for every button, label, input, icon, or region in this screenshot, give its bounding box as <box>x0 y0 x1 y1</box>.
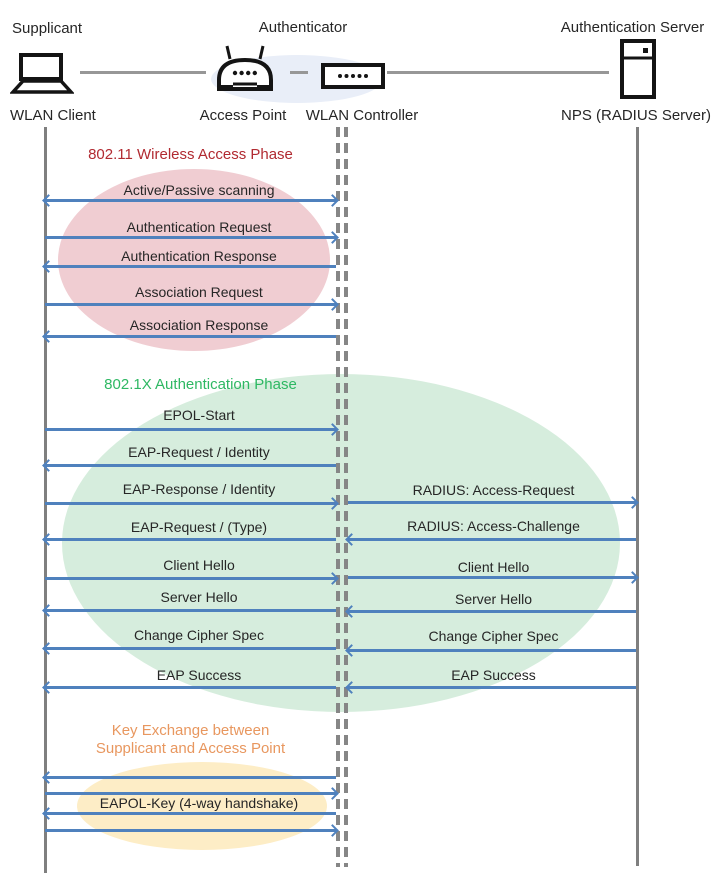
wireless-access-phase-title: 802.11 Wireless Access Phase <box>88 146 293 163</box>
wlan-controller-icon <box>321 63 385 89</box>
key-exchange-phase-title-line1: Key Exchange between <box>111 722 270 739</box>
dot1x-authentication-phase-title: 802.1X Authentication Phase <box>104 376 297 393</box>
message-arrow-right <box>45 577 336 580</box>
wlan-client-label: WLAN Client <box>10 107 96 124</box>
message-arrow-left <box>45 647 336 650</box>
wlan-controller-label: WLAN Controller <box>305 107 419 124</box>
authenticator-role-label: Authenticator <box>258 19 348 36</box>
message-label: Authentication Response <box>121 248 277 264</box>
message-label: Client Hello <box>163 557 235 573</box>
handshake-arrow-left <box>45 776 336 779</box>
message-arrow-left <box>45 538 336 541</box>
message-label: RADIUS: Access-Request <box>412 482 575 498</box>
message-label: RADIUS: Access-Challenge <box>407 518 580 534</box>
message-arrow-left <box>45 265 336 268</box>
message-arrow-right <box>45 428 336 431</box>
message-label: Active/Passive scanning <box>123 182 275 198</box>
message-label: Server Hello <box>160 589 238 605</box>
message-arrow-left <box>45 609 336 612</box>
message-label: Change Cipher Spec <box>134 627 264 643</box>
message-arrow-right <box>45 303 336 306</box>
message-label: EAP-Request / (Type) <box>130 519 268 535</box>
message-label: Client Hello <box>457 559 530 575</box>
access-point-label: Access Point <box>199 107 287 124</box>
message-arrow-both <box>45 199 336 202</box>
message-label: Association Response <box>129 317 269 333</box>
message-label: EPOL-Start <box>163 407 235 423</box>
server-icon <box>620 39 656 99</box>
access-point-icon <box>213 44 277 94</box>
supplicant-role-label: Supplicant <box>12 20 83 37</box>
message-arrow-left <box>348 649 636 652</box>
message-arrow-left <box>45 335 336 338</box>
message-arrow-left <box>45 686 336 689</box>
laptop-icon <box>9 53 75 95</box>
message-label: Change Cipher Spec <box>428 628 559 644</box>
message-label: EAP Success <box>156 667 242 683</box>
nps-radius-server-label: NPS (RADIUS Server) <box>560 107 712 124</box>
message-label: EAPOL-Key (4-way handshake) <box>99 795 299 811</box>
connector-controller-to-server <box>387 71 609 74</box>
authenticator-lifeline-dashed-1 <box>336 127 340 867</box>
message-label: EAP Success <box>451 667 536 683</box>
key-exchange-phase-title-line2: Supplicant and Access Point <box>95 740 286 757</box>
message-arrow-left <box>348 610 636 613</box>
handshake-arrow-right <box>45 829 336 832</box>
message-arrow-left <box>348 538 636 541</box>
message-arrow-left <box>45 464 336 467</box>
message-label: EAP-Request / Identity <box>128 444 270 460</box>
message-arrow-right <box>45 236 336 239</box>
message-label: EAP-Response / Identity <box>122 481 276 497</box>
message-label: Association Request <box>135 284 263 300</box>
message-label: Authentication Request <box>126 219 272 235</box>
message-arrow-right <box>45 502 336 505</box>
authenticator-lifeline-dashed-2 <box>344 127 348 867</box>
authentication-server-role-label: Authentication Server <box>560 19 705 36</box>
connector-ap-to-controller <box>290 71 308 74</box>
message-arrow-right <box>348 576 636 579</box>
connector-client-to-ap <box>80 71 206 74</box>
handshake-arrow-left <box>45 812 336 815</box>
server-lifeline <box>636 127 639 866</box>
supplicant-lifeline <box>44 127 47 873</box>
dot1x-authentication-phase-ellipse <box>62 374 620 712</box>
handshake-arrow-right <box>45 792 336 795</box>
message-arrow-right <box>348 501 636 504</box>
message-label: Server Hello <box>454 591 533 607</box>
message-arrow-left <box>348 686 636 689</box>
